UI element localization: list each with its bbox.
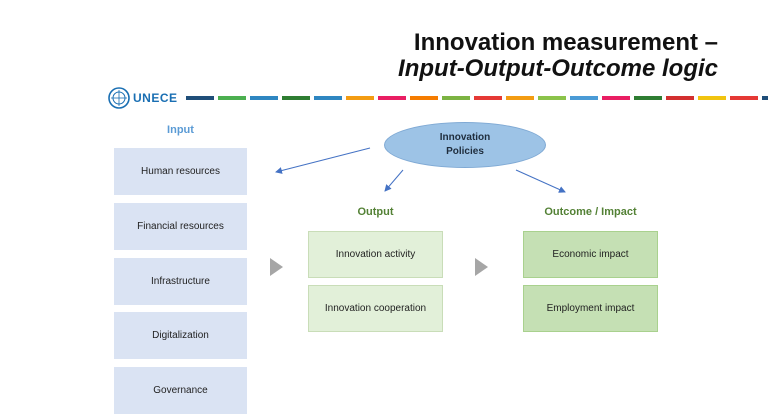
outcome-heading: Outcome / Impact [544, 206, 637, 218]
flow-arrow-input-to-output-icon [270, 258, 283, 276]
sdg-bar-segment [442, 96, 470, 100]
sdg-bar-segment [346, 96, 374, 100]
input-box-digitalization: Digitalization [114, 312, 247, 359]
input-heading: Input [167, 124, 194, 136]
sdg-bar-segment [570, 96, 598, 100]
sdg-bar-segment [186, 96, 214, 100]
sdg-bar-segment [410, 96, 438, 100]
sdg-bar-segment [538, 96, 566, 100]
sdg-bar-segment [474, 96, 502, 100]
sdg-bar-segment [218, 96, 246, 100]
input-box-governance: Governance [114, 367, 247, 414]
sdg-bar-segment [602, 96, 630, 100]
innovation-policies-ellipse: Innovation Policies [384, 122, 546, 168]
sdg-bar-segment [634, 96, 662, 100]
output-heading: Output [357, 206, 394, 218]
title-line-2: Input-Output-Outcome logic [398, 55, 718, 82]
input-box-financial-resources: Financial resources [114, 203, 247, 250]
arrow-to-outcome [515, 169, 566, 193]
outcome-box-employment-impact: Employment impact [523, 285, 658, 332]
arrow-to-output [384, 169, 404, 192]
title-line-1: Innovation measurement – [413, 29, 718, 56]
sdg-bar-segment [666, 96, 694, 100]
sdg-bar-segment [762, 96, 768, 100]
input-box-human-resources: Human resources [114, 148, 247, 195]
un-emblem-icon [108, 87, 130, 109]
sdg-bar-segment [314, 96, 342, 100]
sdg-bar-segment [506, 96, 534, 100]
unece-logo: UNECE [108, 87, 178, 109]
arrow-to-input [275, 147, 371, 174]
sdg-bar-segment [250, 96, 278, 100]
unece-wordmark: UNECE [133, 91, 178, 105]
input-box-infrastructure: Infrastructure [114, 258, 247, 305]
sdg-bar-segment [698, 96, 726, 100]
slide-title: Innovation measurement – Input-Output-Ou… [398, 30, 718, 82]
flow-arrow-output-to-outcome-icon [475, 258, 488, 276]
output-box-innovation-cooperation: Innovation cooperation [308, 285, 443, 332]
sdg-bar-segment [730, 96, 758, 100]
sdg-bar-segment [282, 96, 310, 100]
outcome-box-economic-impact: Economic impact [523, 231, 658, 278]
sdg-color-bar [186, 96, 768, 100]
output-box-innovation-activity: Innovation activity [308, 231, 443, 278]
sdg-bar-segment [378, 96, 406, 100]
innovation-policies-label: Innovation Policies [439, 132, 491, 157]
